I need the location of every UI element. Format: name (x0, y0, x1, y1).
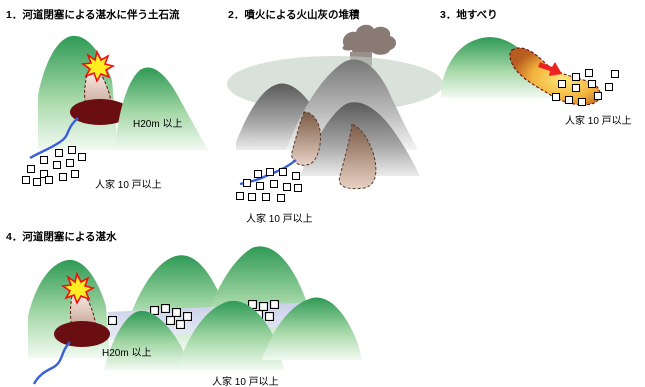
dam-lake (70, 99, 130, 125)
house-icon (78, 153, 86, 161)
arrow-icon (538, 62, 562, 76)
house-icon (572, 73, 580, 81)
house-icon (605, 83, 613, 91)
house-icon (283, 183, 291, 191)
house-icon (166, 316, 175, 325)
panel-volcanic-ash: 2．噴火による火山灰の堆積 (227, 8, 443, 225)
houses (236, 168, 302, 202)
house-icon (552, 93, 560, 101)
mountain (115, 67, 208, 150)
panel-title: 4．河道閉塞による湛水 (6, 230, 117, 243)
house-icon (279, 168, 287, 176)
dam-lake (54, 321, 110, 347)
house-icon (262, 193, 270, 201)
house-icon (243, 179, 251, 187)
ash-deposit (291, 111, 321, 166)
mountain (176, 300, 284, 370)
house-icon (66, 159, 74, 167)
houses-label: 人家 10 戸以上 (565, 114, 632, 127)
house-icon (292, 172, 300, 180)
house-icon (270, 300, 279, 309)
panel-landslide: 3．地すべり 人家 10 戸以上 (440, 8, 632, 127)
house-icon (270, 180, 278, 188)
river (29, 117, 79, 160)
house-icon (40, 156, 48, 164)
house-icon (172, 308, 181, 317)
house-icon (236, 192, 244, 200)
house-icon (565, 96, 573, 104)
explosion-icon (60, 271, 96, 305)
height-label: H20m 以上 (102, 347, 151, 359)
panel-debris-flow: 1．河道閉塞による湛水に伴う土石流 H20m 以上 (6, 8, 208, 191)
house-icon (266, 168, 274, 176)
house-icon (183, 312, 192, 321)
house-icon (45, 176, 53, 184)
mountain (104, 310, 190, 370)
house-icon (572, 84, 580, 92)
house-icon (59, 173, 67, 181)
house-icon (585, 69, 593, 77)
house-icon (71, 170, 79, 178)
houses-label: 人家 10 戸以上 (95, 178, 162, 191)
mountain (262, 297, 362, 360)
house-icon (27, 165, 35, 173)
house-icon (265, 312, 274, 321)
river (32, 341, 71, 385)
house-icon (277, 194, 285, 202)
house-icon (254, 170, 262, 178)
panel-title: 1．河道閉塞による湛水に伴う土石流 (6, 8, 180, 21)
house-icon (578, 98, 586, 106)
house-icon (161, 304, 170, 313)
house-icon (176, 320, 185, 329)
house-icon (611, 70, 619, 78)
house-icon (22, 176, 30, 184)
house-icon (256, 182, 264, 190)
house-icon (594, 92, 602, 100)
house-icon (259, 302, 268, 311)
house-icon (33, 178, 41, 186)
house-icon (558, 80, 566, 88)
houses-label: 人家 10 戸以上 (246, 212, 313, 225)
house-icon (53, 161, 61, 169)
height-label: H20m 以上 (133, 118, 182, 130)
house-icon (294, 184, 302, 192)
house-icon (68, 146, 76, 154)
house-icon (588, 80, 596, 88)
houses-label: 人家 10 戸以上 (212, 375, 279, 387)
panel-title: 2．噴火による火山灰の堆積 (228, 8, 360, 21)
houses (22, 146, 86, 186)
panel-flooding: 4．河道閉塞による湛水 (6, 230, 362, 387)
house-icon (150, 306, 159, 315)
house-icon (248, 193, 256, 201)
ash-cloud-icon (342, 24, 396, 56)
house-icon (108, 316, 117, 325)
ash-deposit (338, 123, 377, 190)
explosion-icon (80, 49, 116, 83)
house-icon (55, 149, 63, 157)
panel-title: 3．地すべり (440, 8, 498, 21)
